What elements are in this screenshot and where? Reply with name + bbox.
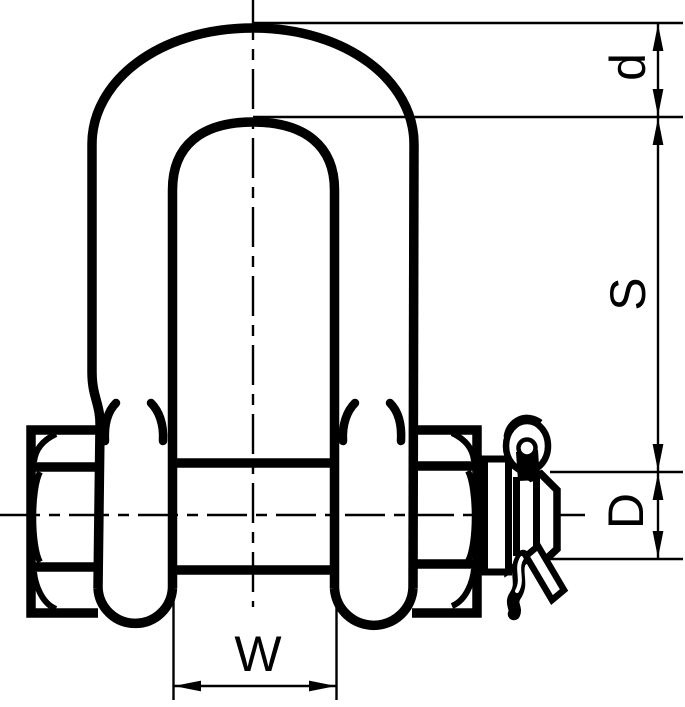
left-eye-outer-fillet bbox=[100, 398, 121, 446]
hex-head-outline bbox=[26, 425, 98, 618]
arrow-d-top bbox=[652, 24, 664, 51]
hex-head-chamfer-arc-bottom bbox=[31, 571, 58, 612]
hex-bolt-head bbox=[26, 425, 98, 618]
hex-head-chamfer-arc-middle bbox=[30, 470, 43, 564]
cotter-pin-shank bbox=[516, 450, 540, 481]
dim-label-w: W bbox=[234, 626, 282, 682]
cotter-pin-ring-sketch-arc bbox=[503, 414, 543, 438]
right-eye-outer-fillet bbox=[385, 398, 406, 446]
cotter-pin bbox=[502, 414, 569, 621]
right-eye-bottom-arc bbox=[329, 587, 418, 630]
arrow-d-bottom bbox=[652, 89, 664, 116]
right-eye-inner-fillet bbox=[338, 398, 360, 446]
arrow-s-top bbox=[652, 118, 664, 145]
left-eye-inner-fillet bbox=[146, 398, 168, 446]
eye-fillet-curves bbox=[100, 398, 406, 446]
left-eye-bottom-arc bbox=[93, 587, 178, 629]
bow-outer-arc bbox=[87, 23, 419, 145]
arrow-w-left bbox=[174, 680, 201, 692]
washer bbox=[481, 455, 512, 576]
hex-nut-chamfer-arc-top bbox=[450, 430, 477, 462]
hex-head-chamfer-arc-top bbox=[31, 431, 58, 463]
dimension-arrowheads bbox=[174, 24, 664, 692]
cotter-pin-ring-hole bbox=[516, 437, 538, 459]
cotter-pin-left-leg-highlight bbox=[515, 556, 524, 593]
cotter-pin-right-leg bbox=[521, 541, 569, 605]
shackle-bow bbox=[87, 23, 419, 630]
arrow-D-bottom bbox=[652, 531, 664, 558]
hex-nut-chamfer-arc-middle bbox=[465, 469, 478, 563]
arrow-D-top bbox=[652, 473, 664, 500]
dim-label-pin-d: D bbox=[598, 492, 654, 530]
arrow-s-bottom bbox=[652, 444, 664, 471]
extension-lines bbox=[172, 21, 683, 700]
bow-right-outer-leg bbox=[408, 143, 419, 589]
hex-nut-chamfer-arc-bottom bbox=[450, 568, 477, 609]
bow-inner-arc bbox=[167, 117, 340, 191]
hex-nut bbox=[412, 425, 482, 618]
dim-label-d: d bbox=[600, 53, 656, 81]
bow-left-outer-leg bbox=[87, 144, 105, 589]
arrow-w-right bbox=[309, 680, 336, 692]
bolt-shaft bbox=[172, 458, 335, 575]
dim-label-s: S bbox=[600, 277, 656, 311]
